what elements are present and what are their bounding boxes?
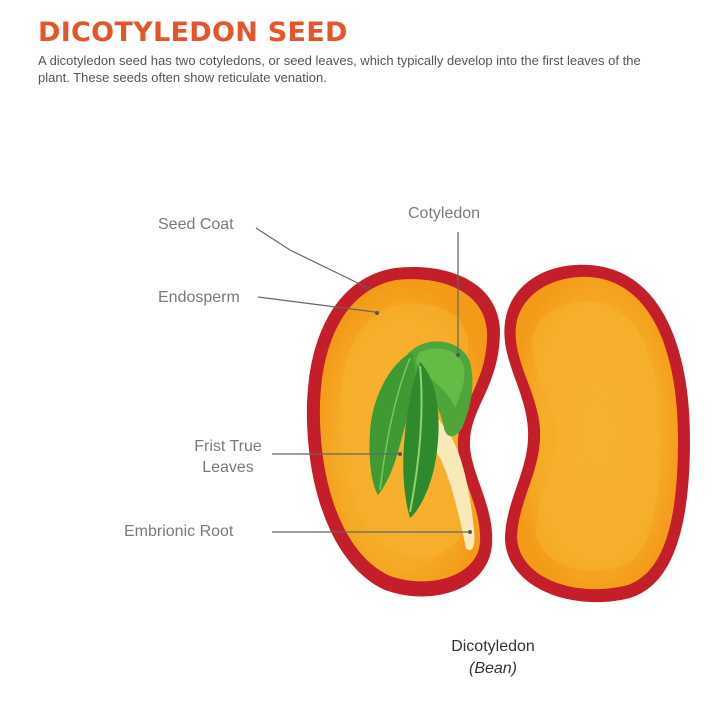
label-embryonic-root: Embrionic Root — [124, 523, 234, 540]
caption-example: (Bean) — [468, 660, 518, 677]
dot-seed-coat — [366, 286, 370, 290]
cotyledon-highlight — [416, 348, 465, 408]
seed-left-half — [306, 266, 500, 597]
label-endosperm: Endosperm — [158, 289, 240, 306]
leader-endosperm — [257, 296, 376, 313]
dot-endosperm — [375, 311, 379, 315]
dot-first-true-leaves — [398, 452, 402, 456]
seed-right-half — [504, 264, 690, 603]
first-true-leaf-front — [369, 352, 415, 495]
caption-name: Dicotyledon — [451, 638, 535, 655]
label-seed-coat: Seed Coat — [158, 216, 234, 233]
label-cotyledon: Cotyledon — [408, 205, 481, 222]
label-first-true-leaves-line1: Frist True — [194, 438, 262, 455]
first-true-leaf-vein-2 — [379, 357, 411, 491]
leader-seed-coat — [255, 227, 369, 289]
page-description: A dicotyledon seed has two cotyledons, o… — [38, 53, 641, 85]
leader-lines — [255, 227, 470, 533]
first-true-leaf-vein — [409, 365, 423, 513]
dot-embryonic-root — [468, 530, 472, 534]
page-title: DICOTYLEDON SEED — [38, 17, 348, 48]
diagram-caption: Dicotyledon (Bean) — [380, 636, 606, 680]
header: DICOTYLEDON SEED A dicotyledon seed has … — [38, 16, 688, 86]
label-first-true-leaves-line2: Leaves — [202, 459, 254, 476]
label-first-true-leaves: Frist True Leaves — [178, 436, 278, 478]
leader-dots — [366, 286, 472, 534]
dot-cotyledon — [456, 353, 460, 357]
endosperm-inner-right — [531, 301, 660, 571]
